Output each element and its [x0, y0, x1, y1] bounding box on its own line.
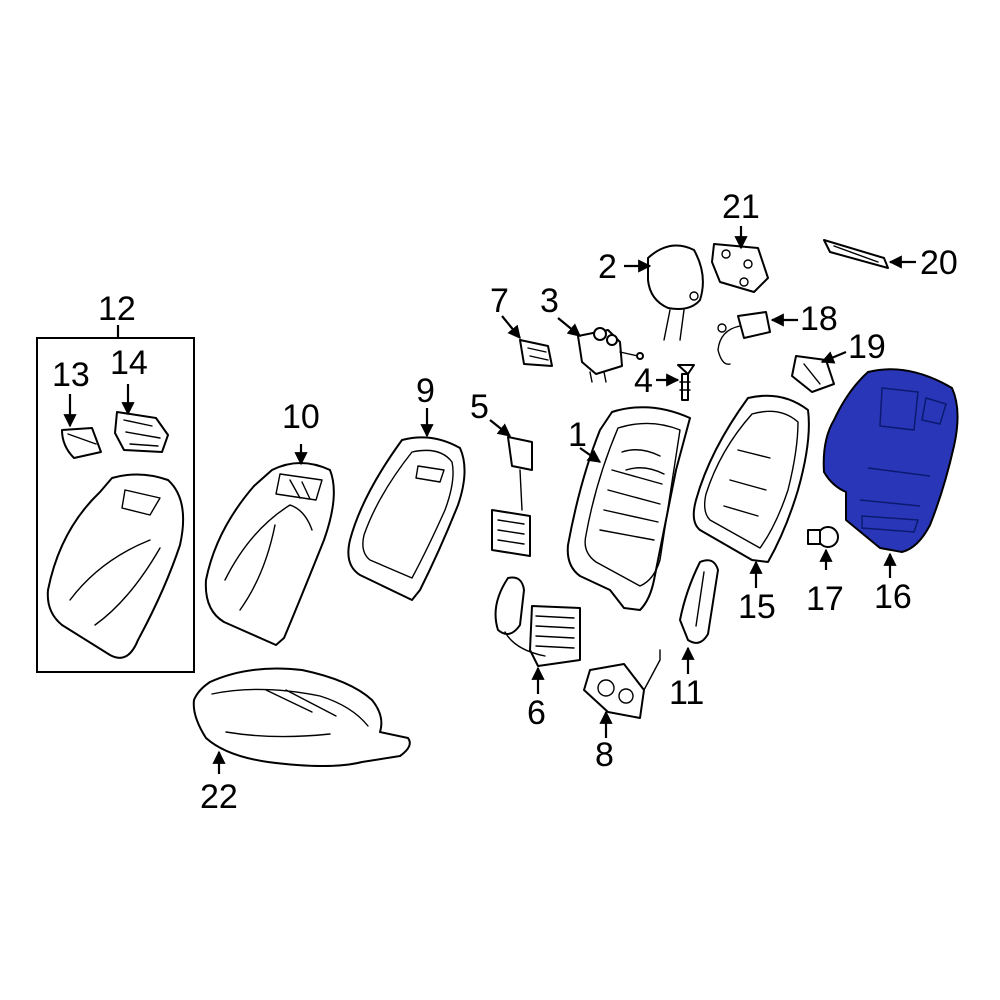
callout-10: 10	[282, 398, 320, 436]
part-15-backrest-shell[interactable]	[692, 394, 810, 563]
callout-9: 9	[416, 372, 435, 410]
part-22-seat-cushion[interactable]	[192, 667, 411, 767]
part-12-seatback-cover[interactable]	[46, 473, 185, 659]
part-6-lumbar-support[interactable]	[494, 576, 581, 667]
part-5-sensor-harness[interactable]	[491, 436, 533, 557]
callout-21: 21	[722, 188, 760, 226]
callout-5: 5	[470, 388, 489, 426]
part-13-trim-cap[interactable]	[61, 427, 102, 459]
part-20-strip[interactable]	[823, 239, 889, 269]
callout-8: 8	[595, 736, 614, 774]
callout-17: 17	[806, 580, 844, 618]
callout-15: 15	[738, 588, 776, 626]
callout-2: 2	[598, 248, 617, 286]
leader-arrows	[63, 226, 916, 774]
part-14-bracket[interactable]	[114, 411, 169, 453]
callout-16: 16	[874, 578, 912, 616]
group-12-frame	[36, 325, 195, 673]
callout-7: 7	[490, 282, 509, 320]
part-11-side-trim[interactable]	[679, 559, 719, 644]
callout-22: 22	[200, 778, 238, 816]
part-7-motor[interactable]	[519, 339, 553, 367]
callout-labels: 1 2 3 4 5 6 7 8 9 10 11 12 13 14 15 16 1…	[52, 188, 958, 816]
callout-13: 13	[52, 356, 90, 394]
part-9-back-panel[interactable]	[347, 436, 466, 601]
part-21-bracket[interactable]	[711, 243, 769, 293]
callout-3: 3	[540, 282, 559, 320]
part-16-backrest-cover-highlighted[interactable]	[822, 368, 959, 553]
part-3-valve-block[interactable]	[577, 327, 644, 383]
callout-1: 1	[568, 416, 587, 454]
part-4-pin[interactable]	[677, 364, 695, 401]
callout-14: 14	[110, 344, 148, 382]
callout-11: 11	[669, 674, 704, 712]
callout-19: 19	[848, 328, 886, 366]
part-18-switch[interactable]	[717, 311, 771, 365]
callout-6: 6	[527, 694, 546, 732]
part-2-headrest[interactable]	[647, 244, 704, 341]
part-10-backrest-cushion[interactable]	[204, 462, 335, 646]
part-17-push-clip[interactable]	[807, 526, 839, 548]
callout-18: 18	[800, 300, 838, 338]
callout-12: 12	[98, 290, 136, 328]
callout-20: 20	[920, 244, 958, 282]
part-19-clip[interactable]	[791, 355, 835, 393]
callout-4: 4	[634, 362, 653, 400]
part-8-control-module[interactable]	[583, 649, 661, 719]
